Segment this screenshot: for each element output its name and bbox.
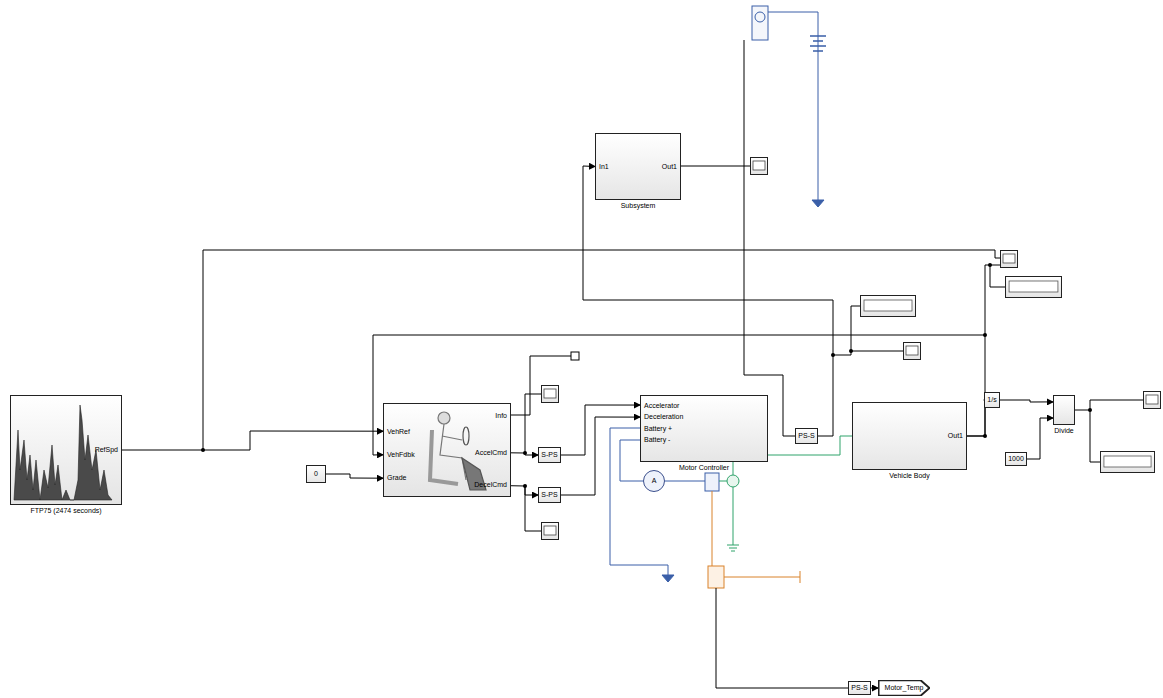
block-body <box>10 395 122 505</box>
block-label: A <box>652 477 657 485</box>
block-label: Info <box>495 412 507 420</box>
signal-line <box>561 405 640 455</box>
converter-block: PS-S <box>795 428 818 444</box>
block-label: Out1 <box>948 432 963 440</box>
signal-line <box>1000 400 1053 402</box>
block-label: 1/s <box>987 396 996 404</box>
subsystem-block: In1Out1Subsystem <box>595 133 681 200</box>
block-label: Subsystem <box>621 202 656 210</box>
converter-block: S-PS <box>538 447 561 463</box>
scope-block <box>542 158 1161 540</box>
subsystem-block: Out1Vehicle Body <box>852 402 967 470</box>
junction-dot <box>201 263 1092 488</box>
block-label: FTP75 (2474 seconds) <box>30 507 101 515</box>
integrator-block: 1/s <box>984 392 1000 408</box>
block-label: AccelCmd <box>475 449 507 457</box>
block-label: VehFdbk <box>387 451 415 459</box>
drive-cycle-source: RefSpdFTP75 (2474 seconds) <box>10 395 122 505</box>
block-body <box>383 403 511 497</box>
block-label: 0 <box>314 470 318 478</box>
block-label: VehRef <box>387 428 410 436</box>
block-label: 1000 <box>1008 455 1024 463</box>
block-label: Battery - <box>644 436 670 444</box>
constant-block: 0 <box>306 465 326 483</box>
block-label: S-PS <box>541 491 557 499</box>
thermal-wire <box>708 491 848 688</box>
signal-line <box>511 486 538 495</box>
block-label: In1 <box>599 163 609 171</box>
signal-line <box>871 688 878 689</box>
signal-line <box>1027 418 1053 459</box>
block-label: Battery + <box>644 425 672 433</box>
block-label: Vehicle Body <box>889 472 929 480</box>
goto-block: Motor_Temp <box>878 680 930 696</box>
block-label: S-PS <box>541 451 557 459</box>
block-label: Motor Controller <box>679 464 729 472</box>
block-label: Accelerator <box>644 402 679 410</box>
block-label: Deceleration <box>644 414 683 422</box>
subsystem-block: AcceleratorDecelerationBattery + Battery … <box>640 395 768 462</box>
driver-block: VehRefVehFdbkGrade InfoAccelCmdDecelCmd <box>383 403 511 497</box>
converter-block: PS-S <box>848 681 871 695</box>
block-label: PS-S <box>851 684 867 692</box>
block-label: PS-S <box>798 432 814 440</box>
ammeter-circle: A <box>643 470 665 492</box>
block-label: Out1 <box>662 163 677 171</box>
signal-line <box>561 417 640 495</box>
battery-circuit <box>752 6 826 207</box>
converter-block: S-PS <box>538 487 561 503</box>
block-label: DecelCmd <box>474 481 507 489</box>
divide-block: Divide <box>1053 395 1075 425</box>
signal-line <box>511 453 538 455</box>
signal-line <box>122 431 383 450</box>
terminator-block <box>571 352 579 360</box>
signal-line <box>967 400 985 436</box>
constant-block: 1000 <box>1005 452 1027 466</box>
signal-wire <box>203 40 1143 531</box>
block-label: Grade <box>387 474 406 482</box>
block-label: Motor_Temp <box>885 684 924 692</box>
block-label: RefSpd <box>95 446 118 454</box>
signal-line <box>326 474 383 478</box>
block-label: Divide <box>1054 427 1073 435</box>
